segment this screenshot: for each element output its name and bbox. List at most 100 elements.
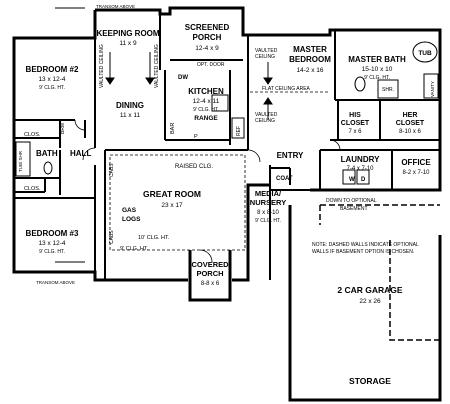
room-bed3-size: 13 x 12-4 <box>38 240 65 247</box>
fixtures <box>15 7 439 263</box>
room-bed2-name: BEDROOM #2 <box>26 65 79 74</box>
room-covered-name: COVERED <box>191 260 229 269</box>
room-media-size: 8 x 8-10 <box>257 210 279 216</box>
label-clos-2: CLOS. <box>24 186 41 192</box>
toilet-master <box>354 76 366 92</box>
room-office-size: 8-2 x 7-10 <box>402 170 430 176</box>
label-clos-1: CLOS. <box>24 132 41 138</box>
room-his-closet-size: 7 x 6 <box>348 129 362 135</box>
fridge-fixture <box>231 117 245 139</box>
tub-fixture <box>412 41 438 63</box>
label-bar: BAR <box>170 123 176 134</box>
label-clg-9: 9' CLG. HT. <box>120 246 149 252</box>
washer-fixture <box>342 169 356 185</box>
label-gas: GAS <box>122 207 137 214</box>
label-entry: ENTRY <box>277 151 304 160</box>
room-master-bed-name: MASTER <box>293 45 327 54</box>
ceiling-arrows <box>105 52 273 120</box>
room-kitchen-size: 12-4 x 11 <box>193 98 220 105</box>
label-down-basement: DOWN TO OPTIONAL <box>326 198 377 204</box>
label-transom-bottom: TRANSOM ABOVE <box>36 280 75 285</box>
label-clg-10: 10' CLG. HT. <box>138 235 170 241</box>
label-brm: BRM <box>60 123 66 134</box>
room-master-bed-size: 14-2 x 16 <box>296 67 323 74</box>
room-bed3-name: BEDROOM #3 <box>26 229 79 238</box>
room-master-bath-size: 15-10 x 10 <box>362 66 393 73</box>
room-screened-name: SCREENED <box>185 23 230 32</box>
label-storage: STORAGE <box>349 376 391 386</box>
room-great-size: 23 x 17 <box>161 202 183 209</box>
room-dining-name: DINING <box>116 101 144 110</box>
room-great-name: GREAT ROOM <box>143 189 201 199</box>
room-her-closet-name2: CLOSET <box>396 120 425 127</box>
label-flat-ceiling: FLAT CEILING AREA <box>262 86 311 92</box>
label-hall: HALL <box>70 149 91 158</box>
label-vanity: VANITY <box>430 81 435 97</box>
room-his-closet-name2: CLOSET <box>341 120 370 127</box>
label-cabs-2: CABS <box>109 230 115 244</box>
label-raised-clg: RAISED CLG. <box>175 164 213 170</box>
label-logs: LOGS <box>122 216 141 223</box>
label-bath: BATH <box>36 149 58 158</box>
room-covered-name2: PORCH <box>196 269 223 278</box>
room-keeping-name: KEEPING ROOM <box>96 29 159 38</box>
room-laundry-size: 7-4 x 7-10 <box>346 166 374 172</box>
label-d: D <box>361 177 366 183</box>
label-basement: BASEMENT <box>340 206 368 212</box>
room-dining-size: 11 x 11 <box>120 112 141 119</box>
room-bed2-ht: 9' CLG. HT. <box>39 85 65 91</box>
label-tub: TUB <box>418 50 432 57</box>
room-media-name2: NURSERY <box>250 198 286 207</box>
room-master-bath-ht: 9' CLG. HT. <box>364 75 390 81</box>
vanity-fixture <box>423 73 439 99</box>
ceiling-lines <box>109 91 330 251</box>
room-screened-name2: PORCH <box>193 33 222 42</box>
room-kitchen-name: KITCHEN <box>188 87 224 96</box>
label-note-2: WALLS IF BASEMENT OPTION IS CHOSEN. <box>312 249 414 255</box>
dryer-fixture <box>356 169 370 185</box>
room-covered-size: 8-8 x 6 <box>201 281 220 287</box>
room-his-closet-name: HIS <box>349 112 361 119</box>
label-w: W <box>349 177 355 183</box>
label-vaulted-ceiling-2: VAULTED CEILING <box>154 44 160 88</box>
label-ceiling-2: CEILING <box>255 118 275 124</box>
room-kitchen-ht: 9' CLG. HT. <box>193 107 219 113</box>
room-master-bed-name2: BEDROOM <box>289 55 331 64</box>
optional-walls <box>319 204 440 341</box>
room-master-bath-name: MASTER BATH <box>348 55 406 64</box>
room-garage-size: 22 x 26 <box>359 298 381 305</box>
room-keeping-size: 11 x 9 <box>119 40 137 47</box>
shower-fixture <box>377 79 399 99</box>
label-cabs-1: CABS <box>109 163 115 177</box>
room-labels: TRANSOM ABOVE KEEPING ROOM 11 x 9 SCREEN… <box>18 4 435 386</box>
room-screened-size: 12-4 x 9 <box>195 45 219 52</box>
label-ceiling-1: CEILING <box>255 54 275 60</box>
room-bed3-ht: 9' CLG. HT. <box>39 249 65 255</box>
label-transom-top: TRANSOM ABOVE <box>96 4 135 9</box>
room-laundry-name: LAUNDRY <box>341 155 380 164</box>
label-opt-door: OPT. DOOR <box>197 62 225 68</box>
range-fixture <box>211 94 229 112</box>
room-her-closet-name: HER <box>403 112 418 119</box>
room-her-closet-size: 8-10 x 6 <box>399 129 421 135</box>
label-ref: REF <box>236 126 242 136</box>
toilet-bath <box>43 161 53 175</box>
label-coat: COAT <box>276 176 293 182</box>
label-tub-shr: TUB/ SHR <box>18 150 23 172</box>
label-note-1: NOTE: DASHED WALLS INDICATE OPTIONAL <box>312 242 419 248</box>
label-vaulted-1: VAULTED <box>255 48 278 54</box>
interior-walls <box>14 14 440 280</box>
label-range: RANGE <box>194 115 218 122</box>
label-vaulted-ceiling-1: VAULTED CEILING <box>99 44 105 88</box>
tub-shower-bath <box>15 141 31 177</box>
label-p: P <box>194 134 198 140</box>
label-vaulted-2: VAULTED <box>255 112 278 118</box>
room-garage-name: 2 CAR GARAGE <box>337 285 403 295</box>
transom-marks <box>55 7 85 263</box>
label-shr: SHR. <box>382 87 394 93</box>
room-media-ht: 9' CLG. HT. <box>255 218 281 224</box>
room-bed2-size: 13 x 12-4 <box>38 76 65 83</box>
door-swings <box>74 119 341 263</box>
